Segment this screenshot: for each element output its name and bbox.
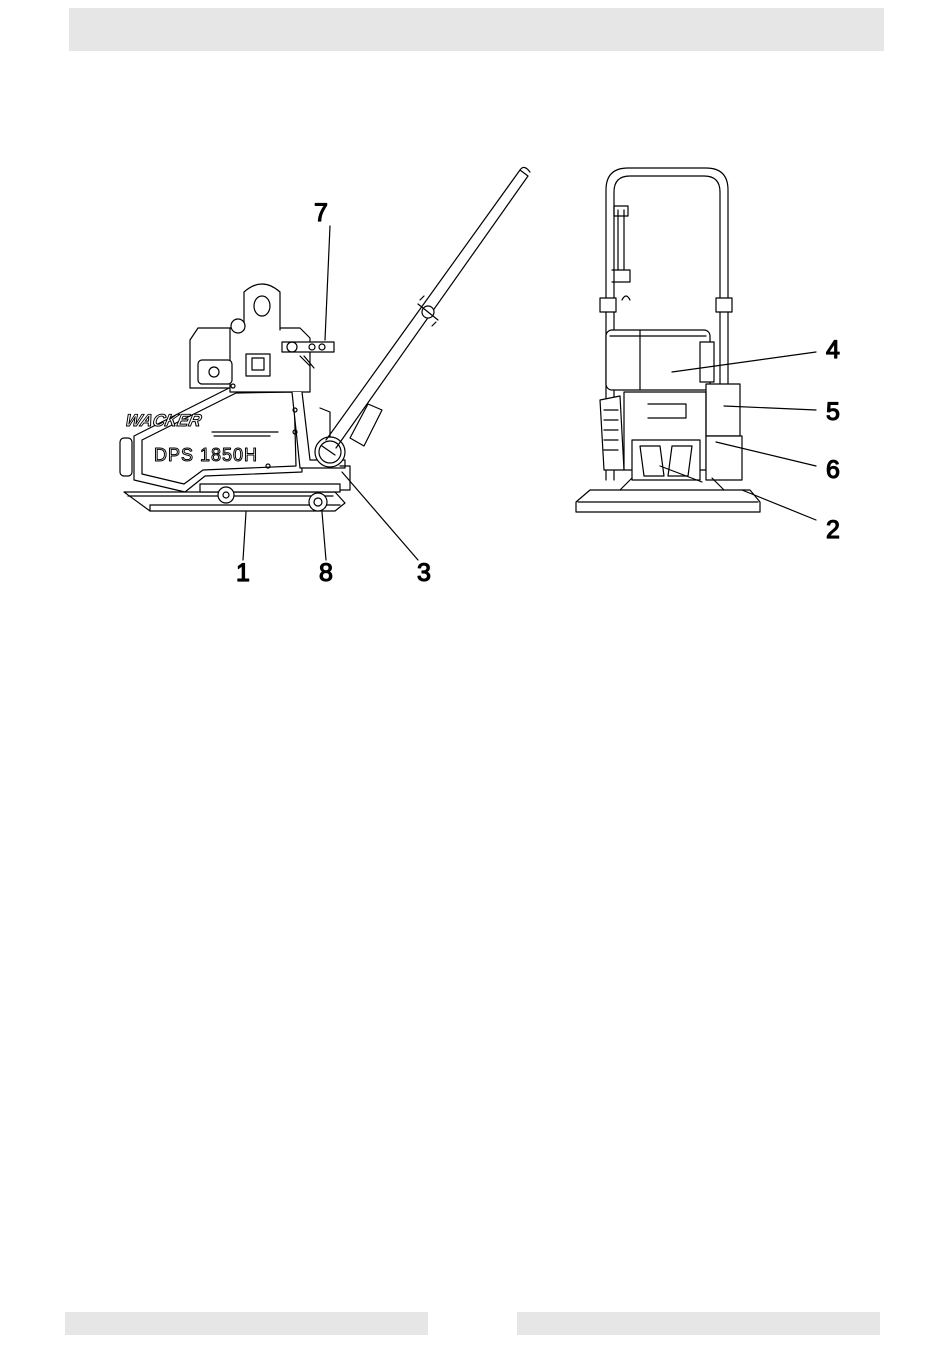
model-label: DPS 1850H bbox=[154, 445, 258, 465]
callout-8: 8 bbox=[319, 559, 333, 587]
leader-1 bbox=[243, 512, 246, 560]
front-view bbox=[576, 168, 816, 520]
leader-3 bbox=[342, 472, 418, 560]
leader-8 bbox=[322, 512, 326, 560]
callout-6: 6 bbox=[826, 456, 840, 484]
roller-8 bbox=[309, 493, 327, 511]
callout-4: 4 bbox=[826, 336, 840, 364]
brand-label: WACKER bbox=[124, 410, 204, 430]
footer-bar-left bbox=[65, 1312, 428, 1335]
callout-3: 3 bbox=[417, 559, 431, 587]
callout-5: 5 bbox=[826, 398, 840, 426]
leader-7 bbox=[325, 226, 330, 340]
callout-1: 1 bbox=[236, 559, 250, 587]
callout-2: 2 bbox=[826, 516, 840, 544]
callout-7: 7 bbox=[314, 199, 328, 227]
footer-bar-right bbox=[517, 1312, 880, 1335]
